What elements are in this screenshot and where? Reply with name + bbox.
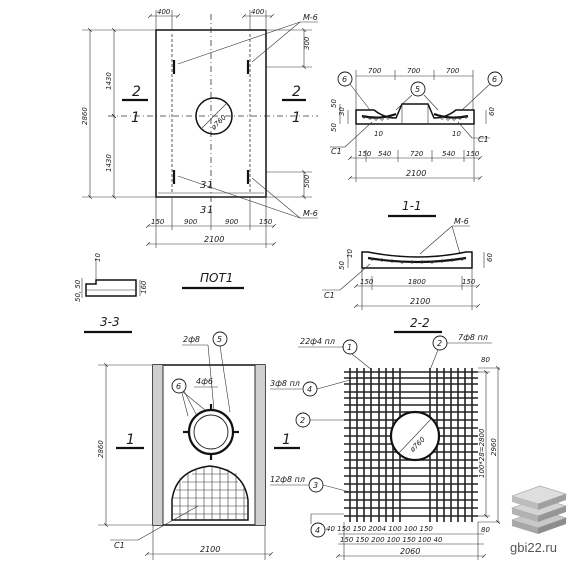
s11-dim-700-b: 700 <box>407 67 421 75</box>
elev-label-1-right: 1 <box>282 432 291 448</box>
plan-title: ПОТ1 <box>200 271 233 285</box>
elev-callout-4fi6: 4ф6 <box>196 377 213 386</box>
mesh-callout-3: 3 <box>313 481 318 490</box>
s11-dim-50-a: 50 <box>330 99 338 108</box>
mesh-dim-2060: 2060 <box>400 547 420 556</box>
elev-dim-2860: 2860 <box>97 440 105 458</box>
s33-dim-50-50: 50, 50 <box>74 279 82 302</box>
s22-mark: М-6 <box>454 217 469 226</box>
plan-dim-900-left: 900 <box>184 218 198 226</box>
mesh-dim-80-top: 80 <box>481 356 490 364</box>
watermark-site: gbi22.ru <box>510 540 557 555</box>
mesh-dims-bottom-1: 40 150 150 2004 100 100 150 <box>326 525 433 533</box>
s33-dim-10: 10 <box>94 253 102 262</box>
s11-dim-540-b: 540 <box>442 150 456 158</box>
plan-mark-top: М-6 <box>303 13 318 22</box>
s11-dim-60-r: 60 <box>488 107 496 116</box>
s11-profile <box>355 103 475 125</box>
stacked-slabs-icon <box>511 485 567 534</box>
plan-label-2-left: 2 <box>132 84 141 100</box>
s11-label-c1-right: С1 <box>478 135 489 144</box>
section-2-2: М-6 50 10 60 С1 150 1800 150 2100 2-2 <box>322 217 494 334</box>
section-1-1: 700 700 700 6 5 6 50 30 50 60 <box>330 67 503 218</box>
s33-profile <box>85 279 137 297</box>
s11-dim-10-b: 10 <box>452 130 461 138</box>
plan-dim-2860: 2860 <box>81 107 89 125</box>
mesh-dim-2960: 2960 <box>490 438 498 456</box>
plan-label-3-top: 3 <box>200 180 206 191</box>
s22-dim-60: 60 <box>486 253 494 262</box>
s22-profile <box>361 251 473 269</box>
s22-dim-150-b: 150 <box>462 278 476 286</box>
mesh-callout-4-top: 4 <box>307 385 312 394</box>
plan-dim-150-right: 150 <box>259 218 273 226</box>
mesh-label-12fi8: 12ф8 пл <box>270 475 305 484</box>
mesh-callout-2-mid: 2 <box>300 416 305 425</box>
mesh-label-7fi8: 7ф8 пл <box>458 333 488 342</box>
plan-label-2-right: 2 <box>292 84 301 100</box>
s11-dim-700-a: 700 <box>368 67 382 75</box>
elev-callout-2fi8: 2ф8 <box>183 335 200 344</box>
elev-dim-2100: 2100 <box>200 545 220 554</box>
plan-label-1-right: 1 <box>292 110 301 126</box>
plan-label-3-bottom: 3 <box>200 205 206 216</box>
s11-dim-700-c: 700 <box>446 67 460 75</box>
s11-dim-540-a: 540 <box>378 150 392 158</box>
plan-dim-300: 300 <box>303 36 311 50</box>
s22-title: 2-2 <box>410 316 430 330</box>
mesh-callout-2-top: 2 <box>437 339 442 348</box>
plan-mark-bottom: М-6 <box>303 209 318 218</box>
s11-dim-2100: 2100 <box>406 169 426 178</box>
elev-callout-6: 6 <box>176 382 181 391</box>
mesh-dims-bottom-2: 150 150 200 100 150 100 40 <box>340 536 443 544</box>
mesh-callout-1: 1 <box>347 343 352 352</box>
elev-callout-5: 5 <box>217 335 222 344</box>
s11-callout-6-right: 6 <box>492 75 497 84</box>
watermark-logo: gbi22.ru <box>510 485 567 555</box>
svg-text:1: 1 <box>207 180 213 191</box>
s11-label-c1-left: С1 <box>331 147 342 156</box>
elev-label-c1: С1 <box>114 541 125 550</box>
svg-text:1: 1 <box>207 205 213 216</box>
mesh-dim-80-bottom: 80 <box>481 526 490 534</box>
mesh-view: ø760 22ф4 пл 1 2 7ф8 пл 3ф8 пл 4 2 12ф8 … <box>270 333 500 560</box>
s22-dim-50-left: 50 <box>338 261 346 270</box>
s22-dim-2100: 2100 <box>410 297 430 306</box>
plan-top-dim-right: 400 <box>251 8 265 16</box>
plan-dim-1430-bottom: 1430 <box>105 154 113 172</box>
s11-dim-150-b: 150 <box>466 150 480 158</box>
mesh-dim-spacing: 100*28=2800 <box>478 428 486 478</box>
s11-callout-6-left: 6 <box>342 75 347 84</box>
s11-dim-30: 30 <box>338 107 346 116</box>
plan-hole <box>195 97 233 135</box>
mesh-label-3fi8: 3ф8 пл <box>270 379 300 388</box>
mesh-callout-4-bottom: 4 <box>315 526 320 535</box>
elevation-hole <box>187 408 235 456</box>
elevation-view: 2ф8 5 6 4ф6 1 1 2860 2100 С1 <box>97 331 300 560</box>
s11-dim-720: 720 <box>410 150 424 158</box>
plan-dim-2100: 2100 <box>204 235 224 244</box>
s33-title: 3-3 <box>100 315 120 329</box>
plan-dim-500: 500 <box>303 174 311 188</box>
s22-label-c1: С1 <box>324 291 335 300</box>
s11-title: 1-1 <box>402 199 422 213</box>
plan-dim-900-right: 900 <box>225 218 239 226</box>
s22-dim-10-left: 10 <box>346 249 354 258</box>
s11-callout-5: 5 <box>415 85 420 94</box>
plan-view: ø760 400 400 М-6 300 500 1430 1430 2860 <box>81 8 318 290</box>
s33-dim-160: 160 <box>140 280 148 294</box>
section-3-3: 10 50, 50 160 3-3 <box>74 253 148 334</box>
plan-dim-1430-top: 1430 <box>105 72 113 90</box>
s22-dim-150-a: 150 <box>360 278 374 286</box>
plan-top-dim-left: 400 <box>157 8 171 16</box>
s11-dim-150-a: 150 <box>358 150 372 158</box>
s11-dim-50-b: 50 <box>330 123 338 132</box>
elev-label-1: 1 <box>126 432 135 448</box>
s22-dim-1800: 1800 <box>408 278 426 286</box>
s11-dim-10-a: 10 <box>374 130 383 138</box>
mesh-label-22fi4: 22ф4 пл <box>300 337 335 346</box>
plan-dim-150-left: 150 <box>151 218 165 226</box>
plan-label-1-left: 1 <box>131 110 140 126</box>
